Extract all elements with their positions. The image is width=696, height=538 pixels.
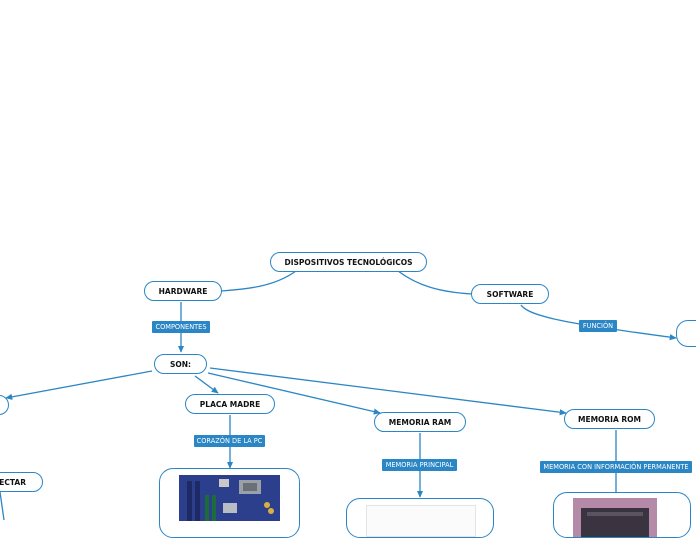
memoria-permanente-link-label: MEMORIA CON INFORMACIÓN PERMANENTE — [540, 461, 692, 473]
corazon-link-label: CORAZÓN DE LA PC — [194, 435, 265, 447]
root-node[interactable]: DISPOSITIVOS TECNOLÓGICOS — [270, 252, 427, 272]
mind-map-canvas: DISPOSITIVOS TECNOLÓGICOS HARDWARE SOFTW… — [0, 0, 696, 520]
placa-madre-node[interactable]: PLACA MADRE — [185, 394, 275, 414]
memoria-rom-label: MEMORIA ROM — [578, 415, 641, 424]
motherboard-image — [179, 475, 280, 521]
ram-image — [366, 505, 476, 537]
memoria-rom-node[interactable]: MEMORIA ROM — [564, 409, 655, 429]
link-ectar-down — [0, 492, 4, 520]
offscreen-node[interactable] — [676, 320, 696, 347]
ectar-node[interactable]: ECTAR — [0, 472, 43, 492]
link-root-software — [398, 271, 472, 294]
root-node-label: DISPOSITIVOS TECNOLÓGICOS — [285, 258, 413, 267]
ectar-node-label: ECTAR — [0, 478, 26, 487]
memoria-rom-image-card[interactable] — [553, 492, 691, 538]
memoria-ram-image-card[interactable] — [346, 498, 494, 538]
rom-chip-image — [573, 498, 657, 538]
son-node-label: SON: — [170, 360, 191, 369]
memoria-ram-label: MEMORIA RAM — [389, 418, 451, 427]
link-son-left — [6, 371, 152, 398]
funcion-link-label: FUNCIÓN — [579, 320, 617, 332]
memoria-principal-link-label: MEMORIA PRINCIPAL — [382, 459, 457, 471]
memoria-ram-node[interactable]: MEMORIA RAM — [374, 412, 466, 432]
link-root-hardware — [221, 271, 296, 291]
son-node[interactable]: SON: — [154, 354, 207, 374]
placa-madre-label: PLACA MADRE — [200, 400, 260, 409]
placa-madre-image-card[interactable] — [159, 468, 300, 538]
link-son-placa — [195, 376, 218, 393]
software-node[interactable]: SOFTWARE — [471, 284, 549, 304]
hardware-node[interactable]: HARDWARE — [144, 281, 222, 301]
componentes-link-label: COMPONENTES — [152, 321, 210, 333]
hardware-node-label: HARDWARE — [159, 287, 208, 296]
software-node-label: SOFTWARE — [487, 290, 534, 299]
